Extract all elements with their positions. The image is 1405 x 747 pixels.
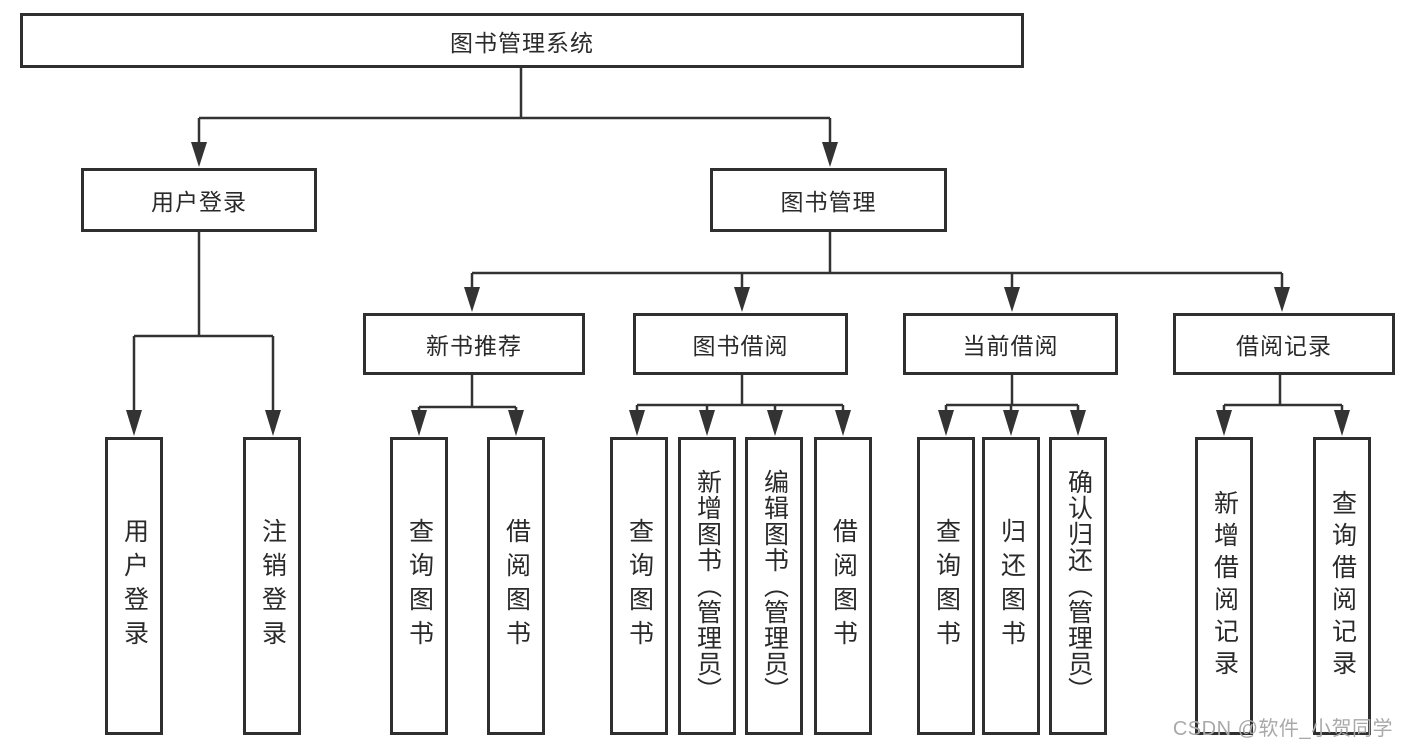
leaf-records-add-record-label: 新增借阅记录 [1210, 490, 1239, 682]
leaf-borrowing-edit-books-admin-label: 编辑图书（管理员） [760, 469, 789, 703]
leaf-borrowing-borrow-books: 借阅图书 [814, 437, 872, 735]
node-new-book-recommend-label: 新书推荐 [426, 333, 522, 359]
node-book-borrowing-label: 图书借阅 [692, 333, 789, 359]
leaf-recommend-borrow-books: 借阅图书 [487, 437, 545, 735]
leaf-current-query-books-label: 查询图书 [932, 518, 961, 654]
leaf-logout: 注销登录 [243, 437, 301, 735]
leaf-user-login-label: 用户登录 [120, 518, 149, 654]
leaf-records-query-record-label: 查询借阅记录 [1328, 490, 1357, 682]
leaf-borrowing-edit-books-admin: 编辑图书（管理员） [745, 437, 803, 735]
node-user-login: 用户登录 [81, 168, 317, 232]
leaf-records-add-record: 新增借阅记录 [1195, 437, 1253, 735]
node-new-book-recommend: 新书推荐 [363, 313, 585, 375]
node-borrowing-records-label: 借阅记录 [1236, 333, 1332, 359]
node-book-management-label: 图书管理 [780, 189, 877, 215]
leaf-current-return-books-label: 归还图书 [997, 518, 1026, 654]
csdn-watermark: CSDN @软件_小贺同学 [1172, 718, 1393, 740]
node-current-borrowing: 当前借阅 [903, 313, 1118, 375]
node-borrowing-records: 借阅记录 [1173, 313, 1395, 375]
leaf-records-query-record: 查询借阅记录 [1313, 437, 1371, 735]
leaf-recommend-query-books: 查询图书 [390, 437, 448, 735]
leaf-borrowing-borrow-books-label: 借阅图书 [829, 518, 858, 654]
leaf-borrowing-add-books-admin-label: 新增图书（管理员） [693, 469, 722, 703]
leaf-borrowing-query-books-label: 查询图书 [625, 518, 654, 654]
leaf-borrowing-query-books: 查询图书 [610, 437, 668, 735]
leaf-recommend-query-books-label: 查询图书 [405, 518, 434, 654]
node-current-borrowing-label: 当前借阅 [962, 333, 1059, 359]
leaf-user-login: 用户登录 [105, 437, 163, 735]
node-library-system-label: 图书管理系统 [450, 29, 594, 56]
leaf-borrowing-add-books-admin: 新增图书（管理员） [678, 437, 736, 735]
leaf-logout-label: 注销登录 [258, 518, 287, 654]
leaf-recommend-borrow-books-label: 借阅图书 [502, 518, 531, 654]
leaf-current-query-books: 查询图书 [917, 437, 975, 735]
leaf-current-confirm-return-admin: 确认归还（管理员） [1049, 437, 1107, 735]
node-library-system: 图书管理系统 [20, 13, 1024, 68]
node-book-management: 图书管理 [710, 168, 947, 232]
leaf-current-confirm-return-admin-label: 确认归还（管理员） [1064, 469, 1093, 703]
leaf-current-return-books: 归还图书 [982, 437, 1040, 735]
node-user-login-label: 用户登录 [151, 189, 247, 215]
node-book-borrowing: 图书借阅 [633, 313, 848, 375]
